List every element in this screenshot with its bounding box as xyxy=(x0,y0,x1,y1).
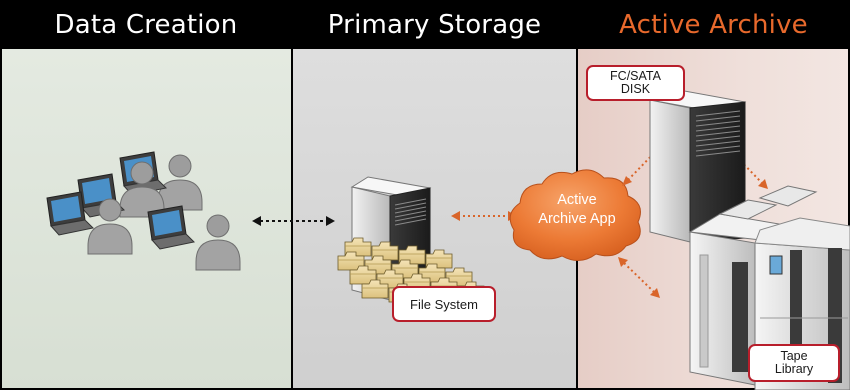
disk-label-line: FC/SATA xyxy=(610,69,661,83)
disk-label-line: DISK xyxy=(620,82,651,96)
cloud-label-line: Active xyxy=(557,192,597,208)
bidirectional-arrow-icon xyxy=(618,257,660,298)
data-creation-panel xyxy=(0,48,292,390)
file-system-label: File System xyxy=(392,286,496,322)
disk-label: FC/SATA DISK xyxy=(586,65,685,101)
cloud-icon xyxy=(509,169,641,261)
cloud-label-line: Archive App xyxy=(538,211,616,227)
header-bar xyxy=(0,0,850,48)
column-title-data-creation: Data Creation xyxy=(54,10,238,40)
frame-border xyxy=(0,47,850,390)
tape-library-label: Tape Library xyxy=(748,344,840,382)
cloud-label: Active Archive App xyxy=(512,191,642,229)
bidirectional-arrow-icon xyxy=(252,216,335,226)
tape-library-label-line: Tape xyxy=(780,349,808,363)
column-title-primary-storage: Primary Storage xyxy=(327,10,542,40)
column-title-active-archive: Active Archive xyxy=(619,10,808,40)
tape-library-label-line: Library xyxy=(774,362,814,376)
